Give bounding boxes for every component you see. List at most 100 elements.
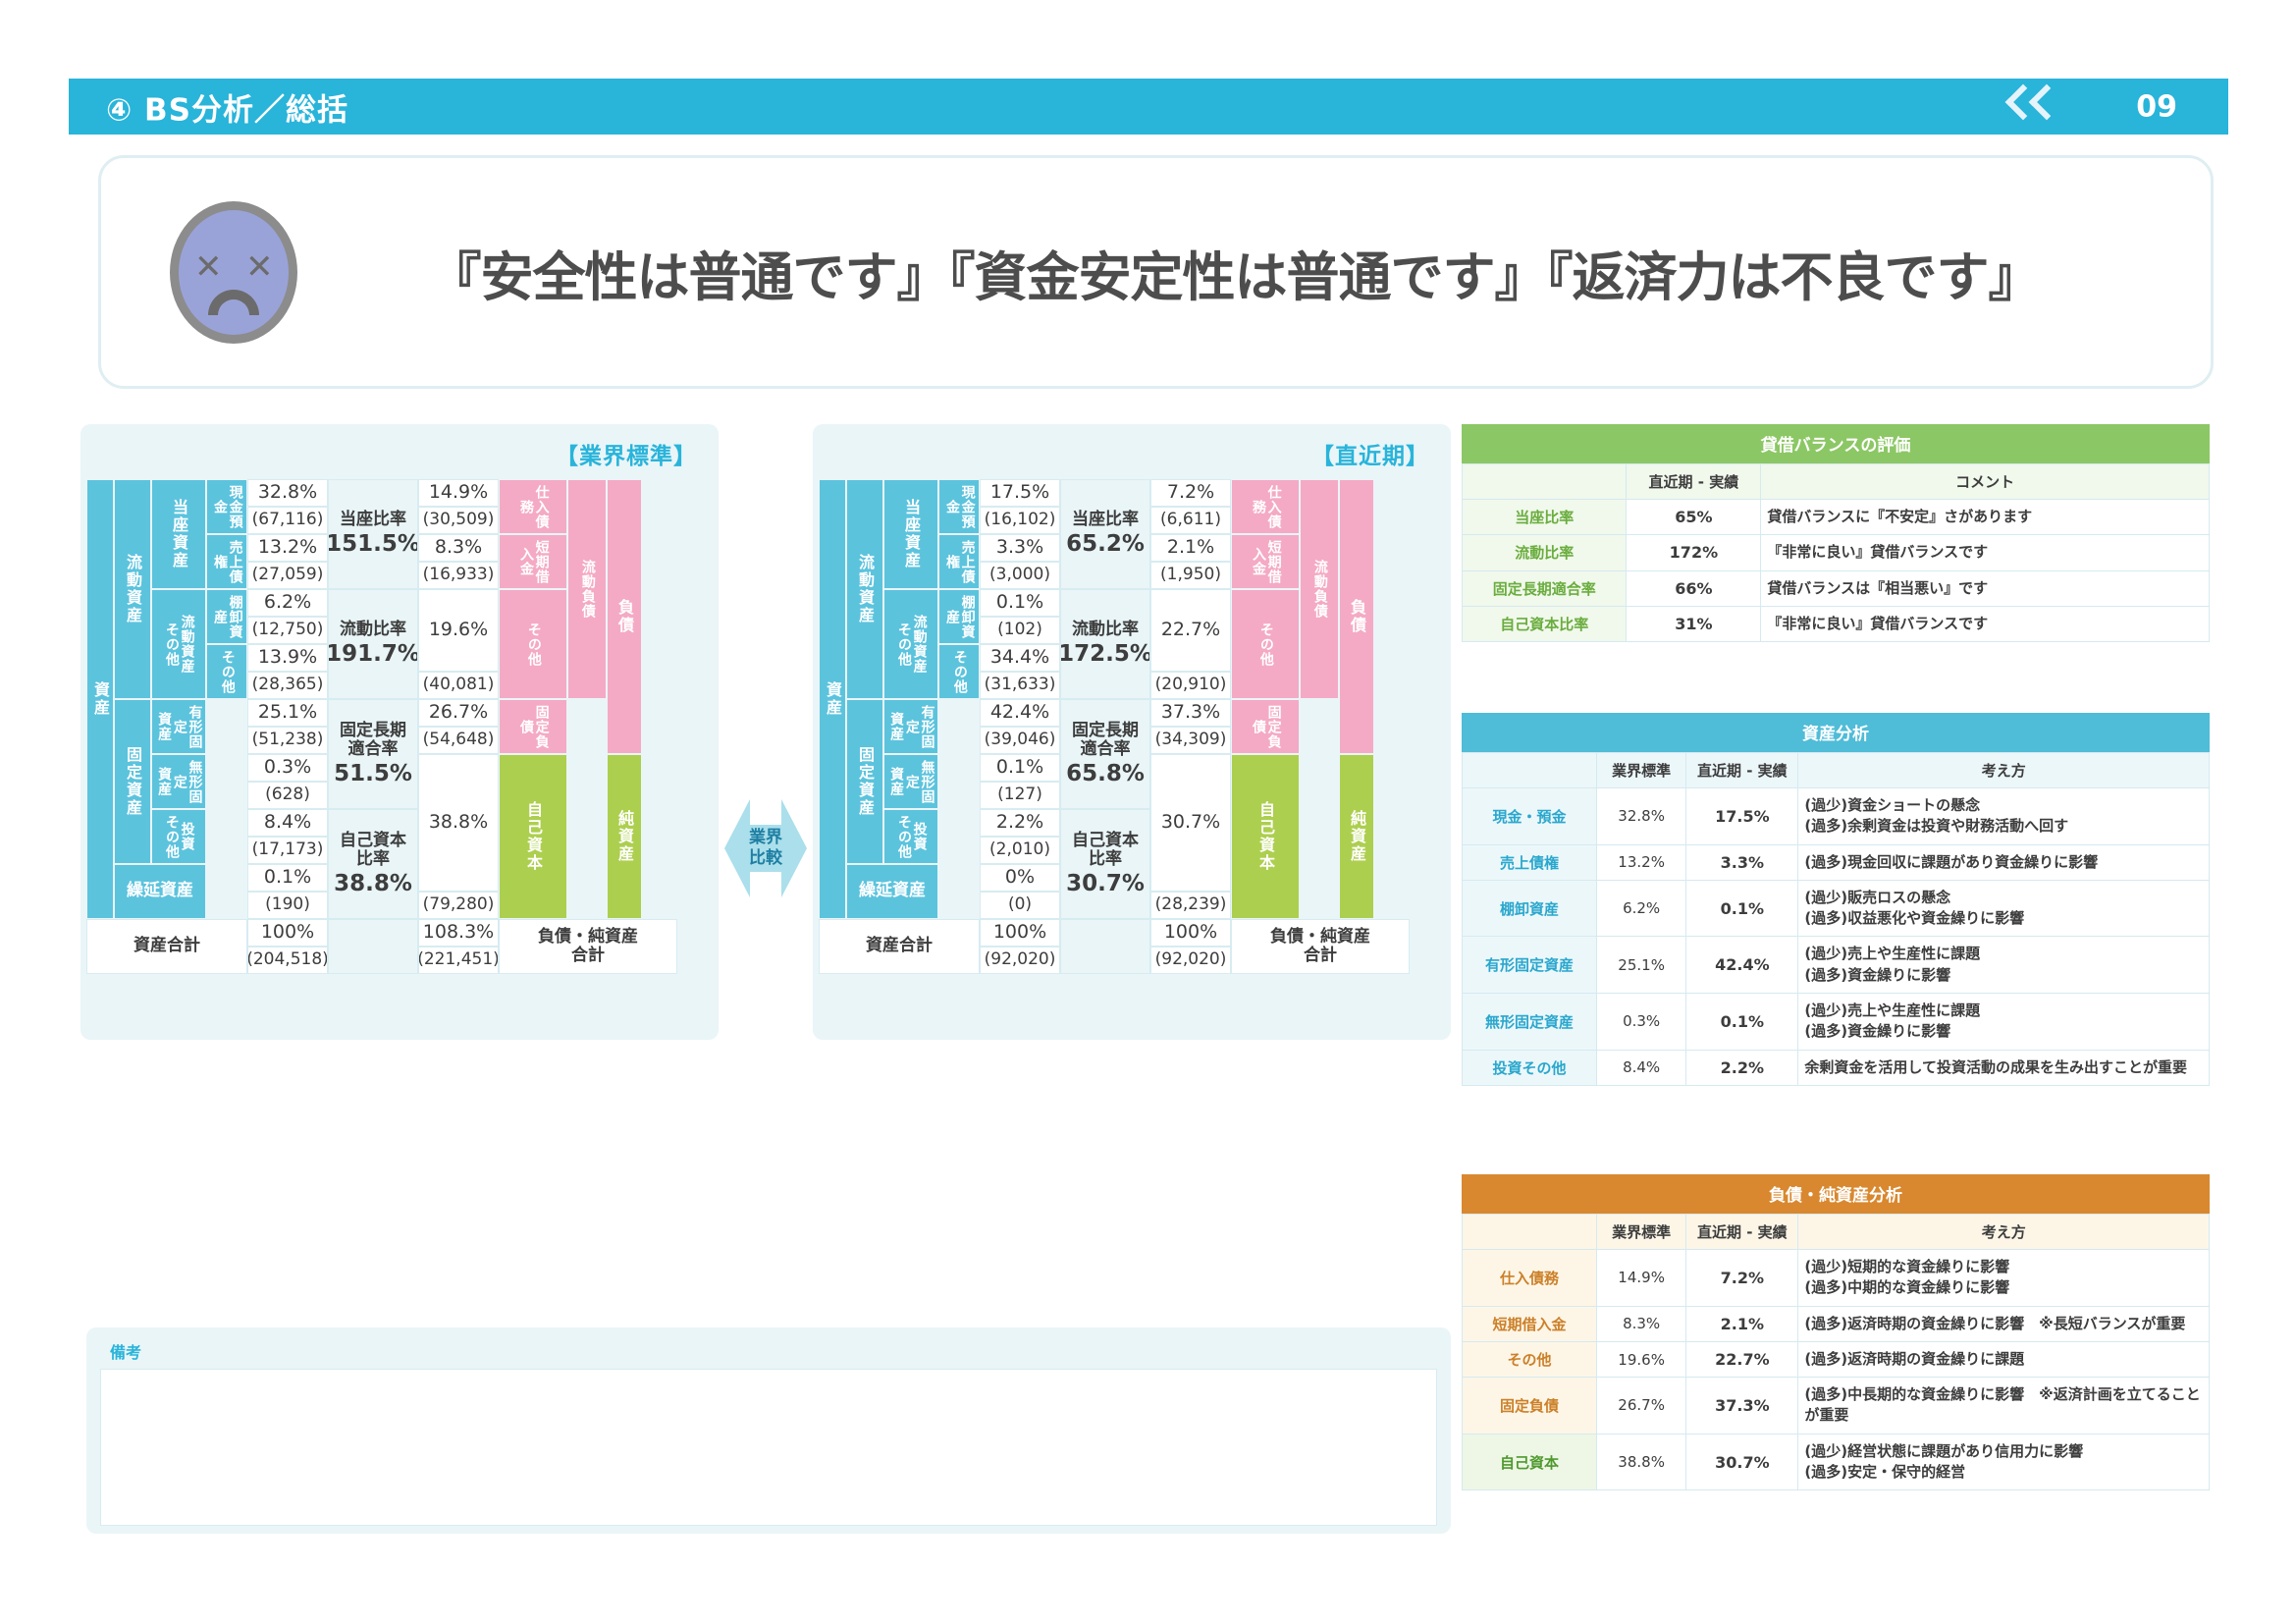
bs-label-tangible: 有形固定資産 <box>151 699 206 754</box>
cell-latest-period: 22.7% <box>1685 1340 1799 1379</box>
bs-ratio-value: 38.8% <box>334 870 412 896</box>
bs-label-inventory: 棚卸資産 <box>938 589 980 644</box>
bs-asset-pct: 0.3% <box>247 754 328 782</box>
bs-label-payables: 仕入債務 <box>1231 479 1300 534</box>
bs-right-title: 【直近期】 <box>1311 444 1429 469</box>
row-metric-name: 固定長期適合率 <box>1461 569 1628 607</box>
bs-ratio-value: 65.2% <box>1066 531 1145 558</box>
cell-note: (過多)返済時期の資金繰りに影響 ※長短バランスが重要 <box>1797 1305 2210 1342</box>
page-number: 09 <box>2136 89 2177 124</box>
dizzy-sad-face-icon: ✕✕ <box>170 200 297 344</box>
column-header-1: 業界標準 <box>1595 752 1687 788</box>
bs-asset-amount: (67,116) <box>247 507 328 534</box>
bs-asset-amount: (127) <box>980 782 1060 809</box>
table-header-row: 直近期 - 実績コメント <box>1461 463 2210 500</box>
bs-liab-pct: 37.3% <box>1150 699 1231 727</box>
cell-industry-standard: 32.8% <box>1595 787 1687 845</box>
bs-liab-pct: 38.8% <box>418 754 499 892</box>
bs-asset-amount: (3,000) <box>980 562 1060 589</box>
bs-asset-pct: 6.2% <box>247 589 328 617</box>
bs-liab-pct: 26.7% <box>418 699 499 727</box>
bs-label-assets: 資産 <box>819 479 846 919</box>
column-header-1: 業界標準 <box>1595 1214 1687 1250</box>
cell-latest-period: 42.4% <box>1685 936 1799 995</box>
column-header-metric <box>1462 752 1597 788</box>
bs-left-title: 【業界標準】 <box>556 444 697 469</box>
bs-label-liabilities: 負債 <box>1339 479 1374 754</box>
bs-total-liab-label: 負債・純資産合計 <box>499 919 677 974</box>
remarks-input[interactable] <box>100 1369 1437 1526</box>
cell-latest-period: 7.2% <box>1685 1249 1799 1307</box>
bs-liab-amount: (54,648) <box>418 727 499 754</box>
bs-asset-pct: 2.2% <box>980 809 1060 837</box>
bs-label-short-debt: 短期借入金 <box>499 534 567 589</box>
bs-label-current-misc: その他 <box>938 644 980 699</box>
bs-ratio-value: 191.7% <box>328 641 418 668</box>
bs-label-quick-assets: 当座資産 <box>151 479 206 589</box>
bs-liab-amount: (30,509) <box>418 507 499 534</box>
bs-liab-amount: (6,611) <box>1150 507 1231 534</box>
bs-total-spacer <box>328 919 418 974</box>
industry-comparison-arrow: 業界 比較 <box>724 785 807 911</box>
bs-total-assets-pct: 100% <box>247 919 328 947</box>
bs-liab-amount: (79,280) <box>418 892 499 919</box>
bs-label-fixed-assets: 固定資産 <box>114 699 151 864</box>
bs-chart-latest-period: 【直近期】 17.5%(16,102)3.3%(3,000)0.1%(102)3… <box>813 424 1451 1040</box>
page-title: ④ BS分析／総括 <box>106 92 348 128</box>
page-header: ④ BS分析／総括 09 <box>69 79 2228 135</box>
cell-latest-period: 3.3% <box>1685 843 1799 881</box>
bs-asset-pct: 32.8% <box>247 479 328 507</box>
bs-label-current-assets: 流動資産 <box>846 479 883 699</box>
column-header-metric <box>1461 463 1628 500</box>
bs-liab-pct: 14.9% <box>418 479 499 507</box>
bs-total-liab-amount: (92,020) <box>1150 947 1231 974</box>
bs-label-payables: 仕入債務 <box>499 479 567 534</box>
bs-liab-amount: (20,910) <box>1150 672 1231 699</box>
bs-liab-pct: 30.7% <box>1150 754 1231 892</box>
table-liabilities-title: 負債・純資産分析 <box>1462 1174 2210 1214</box>
bs-asset-amount: (31,633) <box>980 672 1060 699</box>
cell-latest-period: 172% <box>1626 534 1762 571</box>
bs-label-receivables: 売上債権 <box>206 534 247 589</box>
row-metric-name: 自己資本 <box>1462 1433 1597 1491</box>
bs-label-current-assets: 流動資産 <box>114 479 151 699</box>
row-metric-name: 有形固定資産 <box>1462 936 1597 995</box>
bs-liab-amount: (40,081) <box>418 672 499 699</box>
row-metric-name: 棚卸資産 <box>1462 879 1597 938</box>
row-metric-name: 無形固定資産 <box>1462 993 1597 1051</box>
cell-latest-period: 65% <box>1626 498 1762 536</box>
bs-asset-amount: (27,059) <box>247 562 328 589</box>
bs-asset-pct: 3.3% <box>980 534 1060 562</box>
column-header-1: 直近期 - 実績 <box>1626 463 1762 500</box>
bs-label-current-liabilities: 流動負債 <box>1300 479 1339 699</box>
cell-note: (過少)経営状態に課題があり信用力に影響(過多)安定・保守的経営 <box>1797 1433 2210 1491</box>
bs-label-fixed-assets: 固定資産 <box>846 699 883 864</box>
bs-label-current-liab-other: その他 <box>1231 589 1300 699</box>
compare-label-line2: 比較 <box>749 848 782 868</box>
bs-asset-amount: (190) <box>247 892 328 919</box>
row-metric-name: 固定負債 <box>1462 1377 1597 1435</box>
bs-label-current-misc: その他 <box>206 644 247 699</box>
bs-total-assets-pct: 100% <box>980 919 1060 947</box>
cell-latest-period: 37.3% <box>1685 1377 1799 1435</box>
cell-comment: 『非常に良い』貸借バランスです <box>1760 534 2210 571</box>
bs-ratio-label: 流動比率 <box>1072 620 1139 640</box>
cell-note: (過少)短期的な資金繰りに影響(過多)中期的な資金繰りに影響 <box>1797 1249 2210 1307</box>
bs-label-investments: 投資その他 <box>883 809 938 864</box>
cell-comment: 貸借バランスに『不安定』さがあります <box>1760 498 2210 536</box>
bs-label-investments: 投資その他 <box>151 809 206 864</box>
bs-ratio-label: 自己資本比率 <box>340 830 406 869</box>
bs-label-current-other: 流動資産その他 <box>883 589 938 699</box>
bs-label-deferred: 繰延資産 <box>846 864 938 919</box>
cell-latest-period: 17.5% <box>1685 787 1799 845</box>
